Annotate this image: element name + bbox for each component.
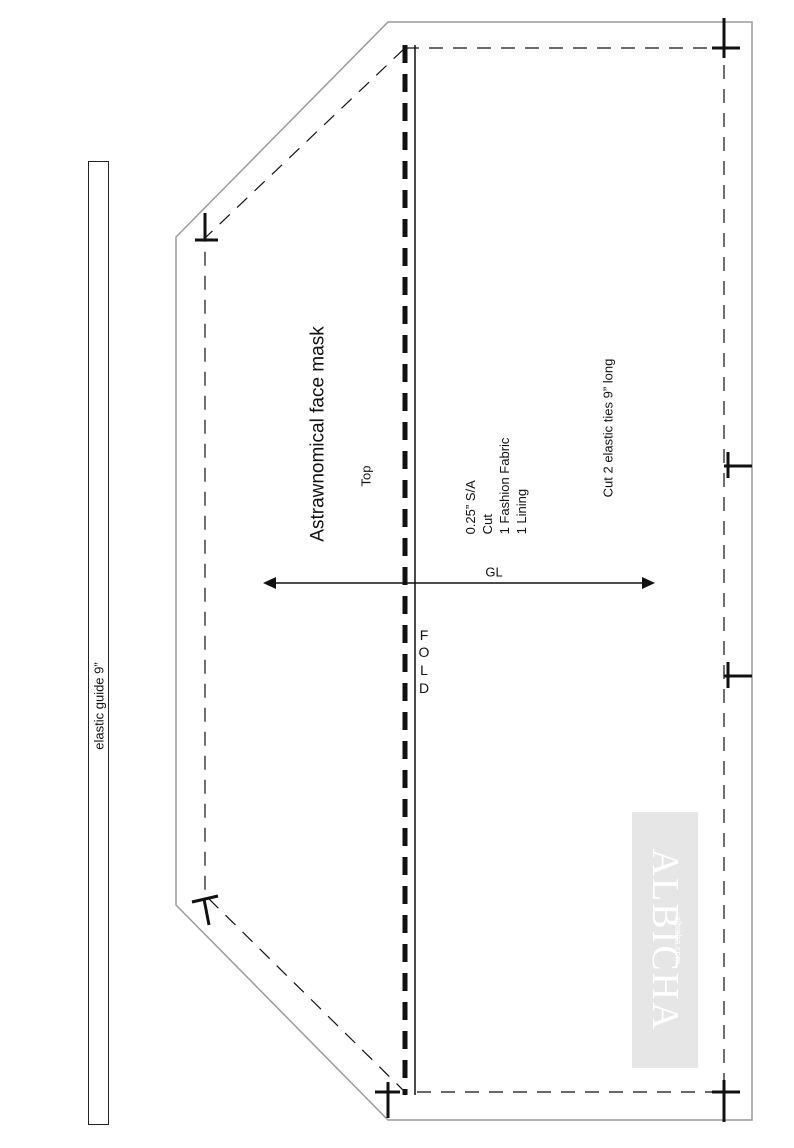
grainline-label: GL bbox=[485, 564, 503, 580]
fold-letter-f: F bbox=[419, 627, 429, 643]
fashion-fabric-text: 1 Fashion Fabric bbox=[497, 437, 512, 535]
lining-text: 1 Lining bbox=[514, 488, 529, 535]
elastic-ties-note: Cut 2 elastic ties 9” long bbox=[600, 358, 616, 498]
top-label: Top bbox=[358, 465, 374, 487]
notch-marks bbox=[191, 18, 752, 1122]
elastic-guide-label: elastic guide 9” bbox=[91, 662, 107, 750]
fold-letter-o: O bbox=[418, 644, 430, 660]
seam-allowance-text: 0.25” S/A bbox=[463, 480, 478, 535]
elastic-guide-strip bbox=[88, 161, 109, 1125]
watermark: ALBICHA albicha.com bbox=[632, 812, 698, 1068]
cutting-outline bbox=[175, 21, 753, 1121]
fold-letter-l: L bbox=[420, 662, 428, 678]
fold-letter-d: D bbox=[418, 680, 430, 696]
pattern-title: Astrawnomical face mask bbox=[307, 326, 329, 542]
cutting-instructions: 0.25” S/A Cut 1 Fashion Fabric 1 Lining bbox=[462, 438, 530, 535]
cut-text: Cut bbox=[480, 514, 495, 535]
watermark-url: albicha.com bbox=[673, 915, 683, 965]
grainline-arrow bbox=[263, 577, 655, 589]
